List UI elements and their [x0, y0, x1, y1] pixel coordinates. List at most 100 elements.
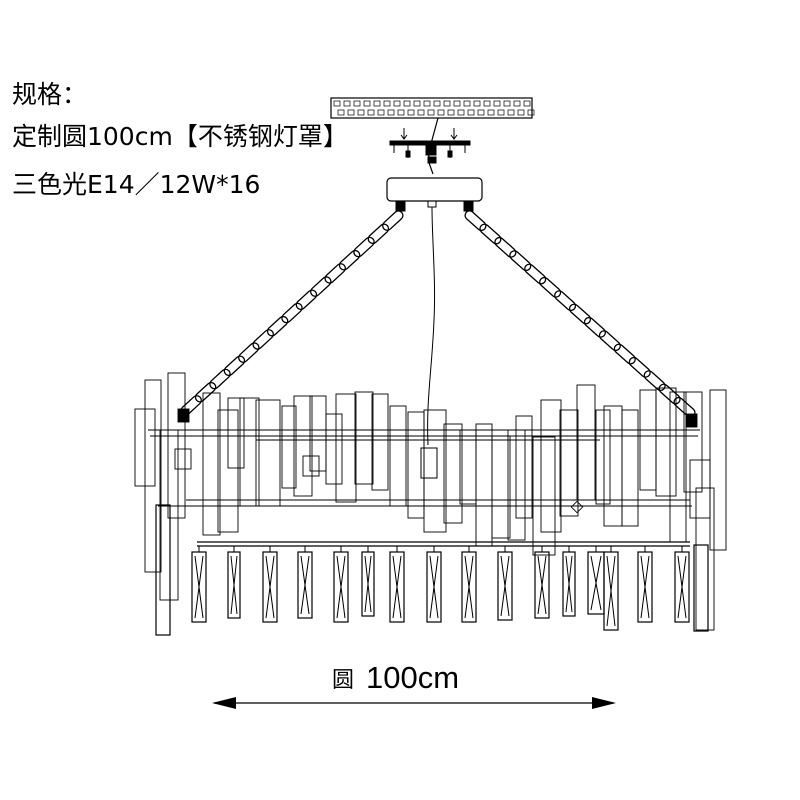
crystal-bar	[540, 399, 562, 533]
chain-link	[367, 223, 390, 245]
pendant-facet	[429, 555, 439, 619]
crystal-pendant	[461, 551, 477, 623]
chain-link	[194, 381, 217, 403]
chain-link	[295, 289, 318, 311]
pattern-cell	[387, 109, 395, 116]
crystal-bar	[595, 409, 611, 505]
pattern-cell	[507, 109, 515, 116]
crystal-bar	[335, 393, 357, 503]
crystal-pendant	[562, 551, 576, 617]
pattern-cell	[503, 100, 511, 107]
pattern-cell	[453, 100, 461, 107]
chain-link	[509, 250, 532, 272]
power-cable	[427, 206, 436, 446]
spec-size-line: 定制圆100cm【不锈钢灯罩】	[12, 122, 348, 151]
pendant-facet	[194, 555, 204, 619]
crystal-pendants	[155, 504, 709, 636]
chain-link	[338, 249, 361, 271]
pattern-cell	[417, 109, 425, 116]
pendant-facet	[464, 555, 474, 619]
pattern-cell	[447, 109, 455, 116]
chain-link	[539, 276, 562, 298]
crystal-pendant	[693, 544, 709, 632]
pattern-cell	[493, 100, 501, 107]
mounting-bracket	[389, 117, 471, 175]
pattern-cell	[353, 100, 361, 107]
crystal-bar	[354, 391, 374, 485]
pattern-cell	[337, 109, 345, 116]
chain-link	[479, 223, 502, 245]
pendant-facet	[640, 555, 650, 619]
frame-ring	[148, 408, 700, 514]
crystal-bar	[134, 408, 156, 487]
pattern-cell	[477, 109, 485, 116]
pendant-facet	[336, 555, 346, 619]
chain-link	[353, 236, 375, 258]
crystal-bar	[423, 409, 447, 533]
chain-link	[658, 383, 681, 405]
pattern-cell	[463, 100, 471, 107]
chain-link	[324, 263, 346, 284]
crystal-bar	[202, 392, 221, 536]
crystal-pendant	[155, 504, 171, 636]
pattern-cell	[487, 109, 495, 116]
crystal-bar	[491, 435, 511, 539]
crystal-bar	[532, 436, 556, 556]
pendant-facet	[606, 555, 616, 627]
chain-link	[524, 263, 547, 285]
crystal-bar	[559, 409, 579, 517]
crystal-bar	[689, 459, 711, 519]
pattern-cell	[393, 100, 401, 107]
pattern-cell	[333, 100, 341, 107]
crystal-pendant	[333, 551, 349, 623]
crystal-bar	[639, 389, 657, 491]
cable-connector	[420, 447, 438, 479]
pattern-cell	[423, 100, 431, 107]
chain-link	[382, 210, 404, 231]
crystal-bar	[371, 393, 389, 491]
crystal-pendant	[389, 551, 405, 623]
pendant-facet	[500, 555, 510, 617]
ceiling-plate	[330, 97, 535, 119]
pendant-facet	[565, 555, 573, 613]
crystal-bar	[576, 384, 596, 501]
pendant-facet	[590, 555, 602, 611]
crystal-bar	[255, 399, 281, 507]
chain-link	[628, 356, 651, 378]
pendant-facet	[537, 555, 547, 615]
pattern-cell	[513, 100, 521, 107]
chain-link	[494, 236, 517, 258]
crystal-pendant	[361, 551, 375, 617]
chain-link	[643, 370, 666, 392]
pattern-cell	[473, 100, 481, 107]
chain-right	[464, 210, 696, 418]
pendant-facet	[677, 555, 687, 619]
pattern-cell	[457, 109, 465, 116]
chain-link	[310, 276, 332, 297]
crystal-pendant	[534, 551, 550, 619]
crystal-bar	[475, 423, 493, 547]
pattern-cell	[437, 109, 445, 116]
crystal-pendant	[426, 551, 442, 623]
crystal-bar	[709, 389, 727, 551]
chain-link	[598, 330, 621, 352]
dimension-value: 100cm	[366, 660, 460, 695]
crystal-bar	[293, 395, 313, 497]
crystal-bar	[281, 405, 297, 489]
chain-link	[266, 315, 289, 337]
chain-link	[583, 316, 606, 338]
chain-left	[180, 210, 404, 416]
pattern-cell	[527, 109, 535, 116]
spec-heading: 规格：	[12, 80, 88, 109]
lower-ring	[197, 541, 690, 547]
crystal-bar	[389, 405, 407, 507]
crystal-bar	[443, 423, 463, 524]
pendant-facet	[265, 555, 275, 619]
chain-link	[209, 368, 231, 390]
crystal-bar	[407, 411, 425, 519]
pendant-facet	[300, 555, 310, 615]
crystal-bar	[227, 397, 245, 469]
